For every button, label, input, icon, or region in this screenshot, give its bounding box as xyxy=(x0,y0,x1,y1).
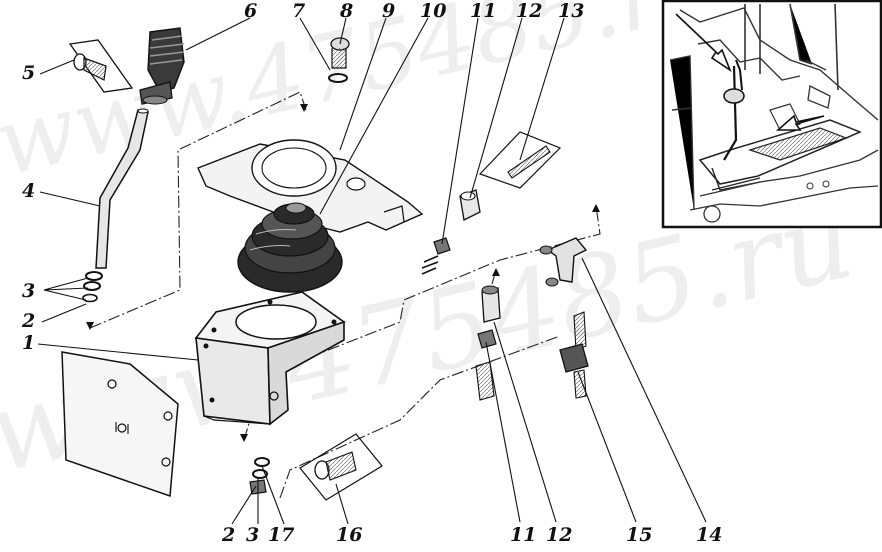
callout-11: 11 xyxy=(470,0,497,22)
callout-12: 12 xyxy=(546,524,573,546)
callout-10: 10 xyxy=(420,0,447,22)
callout-4: 4 xyxy=(22,180,36,202)
assembly-arrows xyxy=(86,104,600,442)
callout-7: 7 xyxy=(292,0,306,22)
part-screw-5 xyxy=(68,39,134,93)
callout-17: 17 xyxy=(268,524,295,546)
callout-2: 2 xyxy=(22,310,36,332)
callout-2: 2 xyxy=(222,524,236,546)
part-lever-rod-4 xyxy=(95,108,149,269)
callout-3: 3 xyxy=(22,280,36,302)
part-rubber-boot-10 xyxy=(237,202,343,293)
callout-1: 1 xyxy=(22,332,36,354)
part-bolt-8 xyxy=(328,37,350,83)
part-gasket-9 xyxy=(197,139,424,233)
part-washers-left xyxy=(82,271,103,303)
callout-12: 12 xyxy=(516,0,543,22)
callout-9: 9 xyxy=(382,0,396,22)
callout-8: 8 xyxy=(340,0,354,22)
callout-11: 11 xyxy=(510,524,537,546)
inset-location-view xyxy=(661,0,882,229)
callout-13: 13 xyxy=(558,0,585,22)
part-sleeve-12-rod-11 xyxy=(475,285,501,401)
part-turnbuckle-15 xyxy=(559,311,589,399)
callout-3: 3 xyxy=(246,524,260,546)
callout-16: 16 xyxy=(336,524,363,546)
callout-6: 6 xyxy=(244,0,258,22)
part-bolt-16 xyxy=(299,433,383,501)
leader-lines xyxy=(37,17,707,525)
part-spring-11-nut-12 xyxy=(421,189,481,275)
callout-14: 14 xyxy=(696,524,723,546)
callout-15: 15 xyxy=(626,524,653,546)
part-knob-6 xyxy=(139,27,185,105)
part-mounting-plate xyxy=(61,351,179,498)
callout-5: 5 xyxy=(22,62,36,84)
part-bracket-1 xyxy=(194,291,346,426)
part-fork-14 xyxy=(539,237,588,287)
part-pin-13 xyxy=(478,131,562,189)
